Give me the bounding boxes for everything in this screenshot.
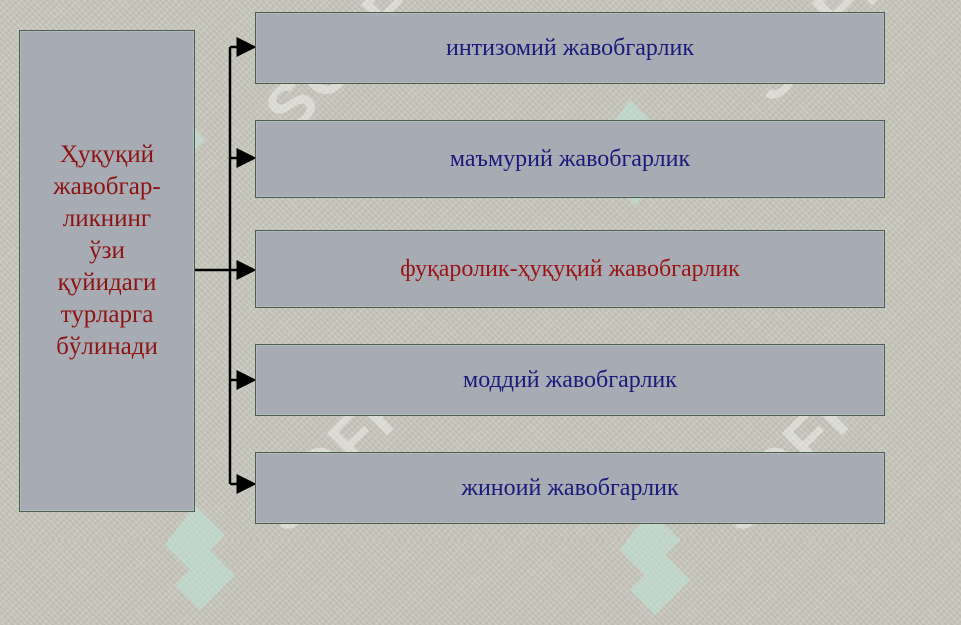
item-box-criminal: жиноий жавобгарлик — [255, 452, 885, 524]
item-box-material: моддий жавобгарлик — [255, 344, 885, 416]
item-label: маъмурий жавобгарлик — [449, 145, 691, 172]
source-box: Ҳуқуқий жавобгар- ликнинг ўзи қуйидаги т… — [19, 30, 195, 512]
item-label: моддий жавобгарлик — [463, 366, 677, 393]
source-label: Ҳуқуқий жавобгар- ликнинг ўзи қуйидаги т… — [53, 141, 161, 360]
item-label: фуқаролик-ҳуқуқий жавобгарлик — [400, 255, 740, 282]
item-label: жиноий жавобгарлик — [461, 474, 679, 501]
item-box-administrative: маъмурий жавобгарлик — [255, 120, 885, 198]
connector-lines — [195, 37, 257, 494]
item-box-civil-law: фуқаролик-ҳуқуқий жавобгарлик — [255, 230, 885, 308]
item-box-disciplinary: интизомий жавобгарлик — [255, 12, 885, 84]
item-label: интизомий жавобгарлик — [445, 34, 695, 61]
